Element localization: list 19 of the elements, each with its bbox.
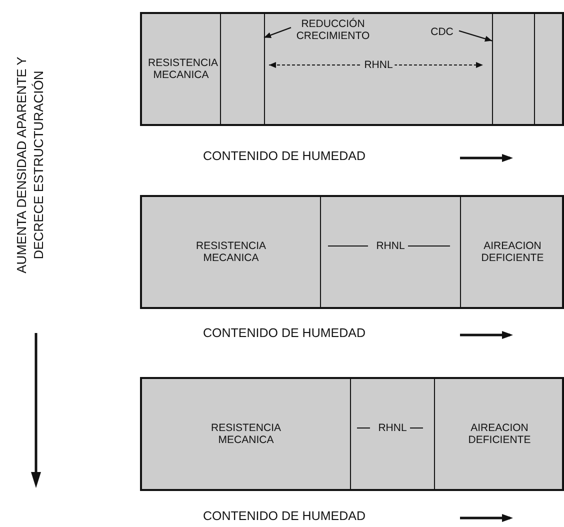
segment-label: RHNL [377, 422, 408, 434]
segment-label: AIREACION DEFICIENTE [467, 422, 532, 446]
leader-line [458, 30, 492, 42]
segment-label: RHNL [375, 240, 406, 252]
leader-line [264, 27, 292, 38]
axis-label: CONTENIDO DE HUMEDAD [203, 149, 366, 163]
callout-text: REDUCCIÓN CRECIMIENTO [293, 18, 373, 42]
callout-text: CDC [427, 26, 457, 38]
segment-label: RESISTENCIA MECANICA [147, 57, 216, 81]
moisture-bar [140, 195, 564, 309]
segment-label: RESISTENCIA MECANICA [210, 422, 282, 446]
moisture-bar [140, 12, 564, 126]
axis-label: CONTENIDO DE HUMEDAD [203, 509, 366, 523]
segment-label: AIREACION DEFICIENTE [480, 240, 545, 264]
segment-label: RHNL [362, 59, 395, 71]
segment-label: RESISTENCIA MECANICA [194, 240, 267, 264]
moisture-bar [140, 377, 564, 491]
axis-label: AUMENTA DENSIDAD APARENTE Y DECRECE ESTRUCTURACIÓN [13, 56, 47, 276]
axis-label: CONTENIDO DE HUMEDAD [203, 326, 366, 340]
